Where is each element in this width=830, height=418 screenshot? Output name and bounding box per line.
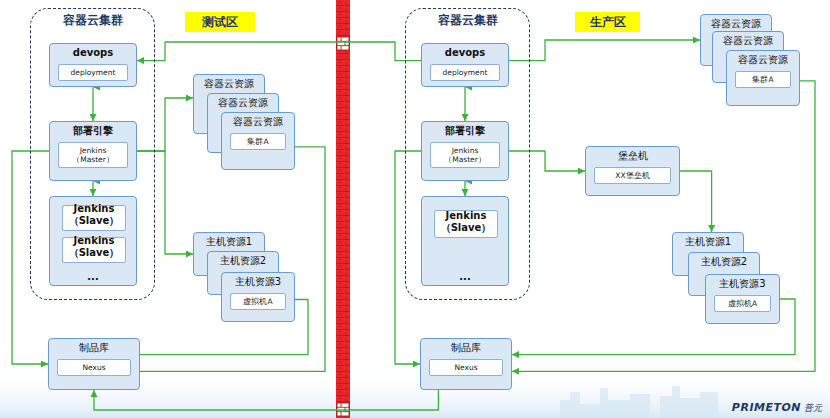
inner-label: 集群A [230, 133, 286, 150]
flow-connector [680, 171, 712, 232]
cluster-region: 容器云集群 devops deployment 部署引擎 Jenkins （Master… [30, 8, 155, 300]
node-label: Jenkins （Slave） [63, 200, 125, 227]
node-label: 生产区 [575, 12, 640, 32]
flow-connector [140, 147, 325, 371]
node-label: 容器云资源 [194, 75, 264, 91]
inner-label: XX堡垒机 [594, 167, 671, 184]
flow-connector [137, 98, 193, 151]
node-label: 容器云资源 [222, 113, 294, 129]
logo-text: PRIMETON [732, 401, 801, 414]
inner-label: 虚拟机A [230, 293, 286, 310]
node-label: 主机资源3 [222, 273, 294, 289]
inner-box: Jenkins （Slave） [434, 210, 498, 238]
node-label: 制品库 [421, 339, 511, 355]
zone-tag: 生产区 [575, 12, 640, 32]
node-label: 容器云集群 [406, 9, 529, 29]
process-box: 制品库 Nexus [420, 338, 512, 390]
inner-label: Jenkins （Master） [430, 142, 500, 168]
node-label: 容器云资源 [701, 15, 771, 31]
flow-connector [509, 40, 700, 61]
group-box: ... Jenkins （Slave） [421, 196, 509, 286]
node-label: devops [50, 44, 136, 60]
node-label: 部署引擎 [422, 122, 508, 138]
flow-connector [395, 151, 421, 364]
process-box: 堡垒机 XX堡垒机 [585, 146, 680, 196]
flow-connector [94, 390, 438, 410]
flow-connector [137, 42, 421, 61]
process-box: 部署引擎 Jenkins （Master） [421, 121, 509, 181]
process-box: 主机资源3 虚拟机A [705, 274, 780, 324]
node-label: Jenkins （Slave） [435, 207, 497, 234]
inner-label: Nexus [429, 359, 503, 376]
inner-label: Jenkins （Master） [58, 142, 128, 168]
flow-connector [464, 87, 465, 121]
process-box: devops deployment [421, 43, 509, 87]
flow-connector [92, 87, 93, 121]
firewall-icon [337, 37, 349, 50]
process-box: 主机资源3 虚拟机A [221, 272, 295, 322]
inner-box: Jenkins （Slave） [62, 237, 126, 263]
inner-label: deployment [430, 64, 500, 81]
company-logo: PRIMETON普元 [732, 396, 822, 415]
node-label: Jenkins （Slave） [63, 232, 125, 259]
node-label: 容器云资源 [208, 94, 278, 110]
node-label: 堡垒机 [586, 147, 679, 163]
process-box: 制品库 Nexus [48, 338, 140, 390]
node-label: 部署引擎 [50, 122, 136, 138]
flow-connector [464, 181, 465, 196]
node-label: 测试区 [185, 12, 255, 32]
inner-label: Nexus [57, 359, 131, 376]
node-label: ... [50, 268, 136, 282]
logo-text: 普元 [804, 403, 822, 413]
node-label: 容器云资源 [727, 51, 799, 67]
flow-connector [512, 81, 815, 372]
flow-connector [137, 151, 193, 254]
city-skyline [560, 388, 650, 418]
node-label: 制品库 [49, 339, 139, 355]
group-box: ...Jenkins （Slave）Jenkins （Slave） [49, 196, 137, 286]
node-label: devops [422, 44, 508, 60]
process-box: 部署引擎 Jenkins （Master） [49, 121, 137, 181]
node-label: 主机资源2 [689, 253, 759, 269]
city-skyline [660, 386, 718, 418]
firewall-bar [336, 0, 350, 418]
flow-connector [92, 181, 93, 196]
cluster-region: 容器云集群 devops deployment 部署引擎 Jenkins （Master… [405, 8, 530, 300]
node-label: ... [422, 268, 508, 282]
process-box: devops deployment [49, 43, 137, 87]
flow-connector [509, 151, 585, 171]
inner-label: 集群A [735, 71, 791, 88]
inner-box: Jenkins （Slave） [62, 205, 126, 231]
node-label: 主机资源1 [673, 233, 743, 249]
inner-label: 虚拟机A [714, 295, 771, 312]
process-box: 容器云资源集群A [726, 50, 800, 106]
node-label: 容器云资源 [713, 32, 783, 48]
zone-tag: 测试区 [185, 12, 255, 32]
node-label: 主机资源1 [194, 233, 264, 249]
node-label: 主机资源3 [706, 275, 779, 291]
inner-label: deployment [58, 64, 128, 81]
process-box: 容器云资源集群A [221, 112, 295, 170]
node-label: 容器云集群 [31, 9, 154, 29]
node-label: 主机资源2 [208, 252, 278, 268]
